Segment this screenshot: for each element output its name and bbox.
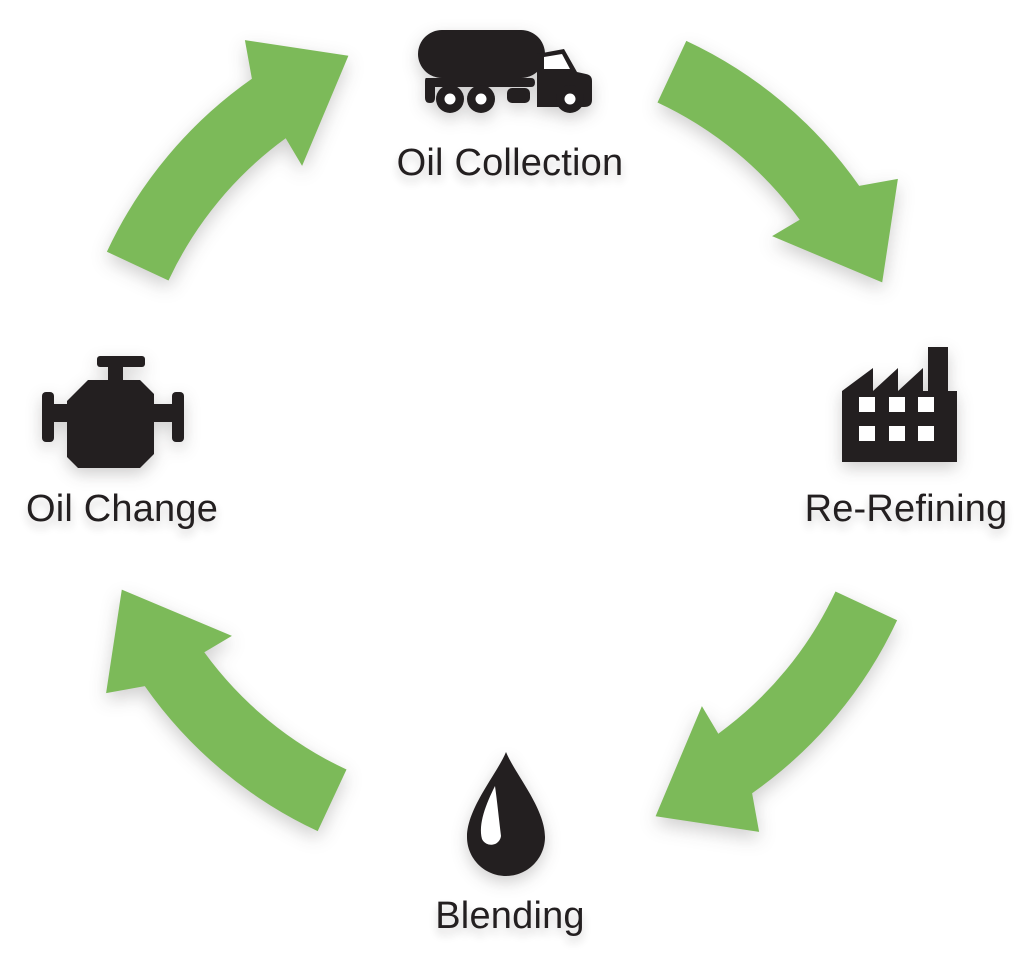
- tanker-truck-icon: [418, 30, 592, 113]
- node-label-blending: Blending: [435, 895, 585, 937]
- node-label-oil-change: Oil Change: [25, 488, 219, 530]
- engine-icon: [42, 356, 184, 468]
- oil-drop-icon: [467, 752, 545, 876]
- node-label-re-refining: Re-Refining: [804, 488, 1008, 530]
- node-label-oil-collection: Oil Collection: [396, 142, 624, 184]
- arrow-re-refining-to-blending-icon: [655, 591, 898, 832]
- factory-icon: [842, 347, 957, 462]
- arrow-blending-to-oil-change-icon: [106, 589, 347, 832]
